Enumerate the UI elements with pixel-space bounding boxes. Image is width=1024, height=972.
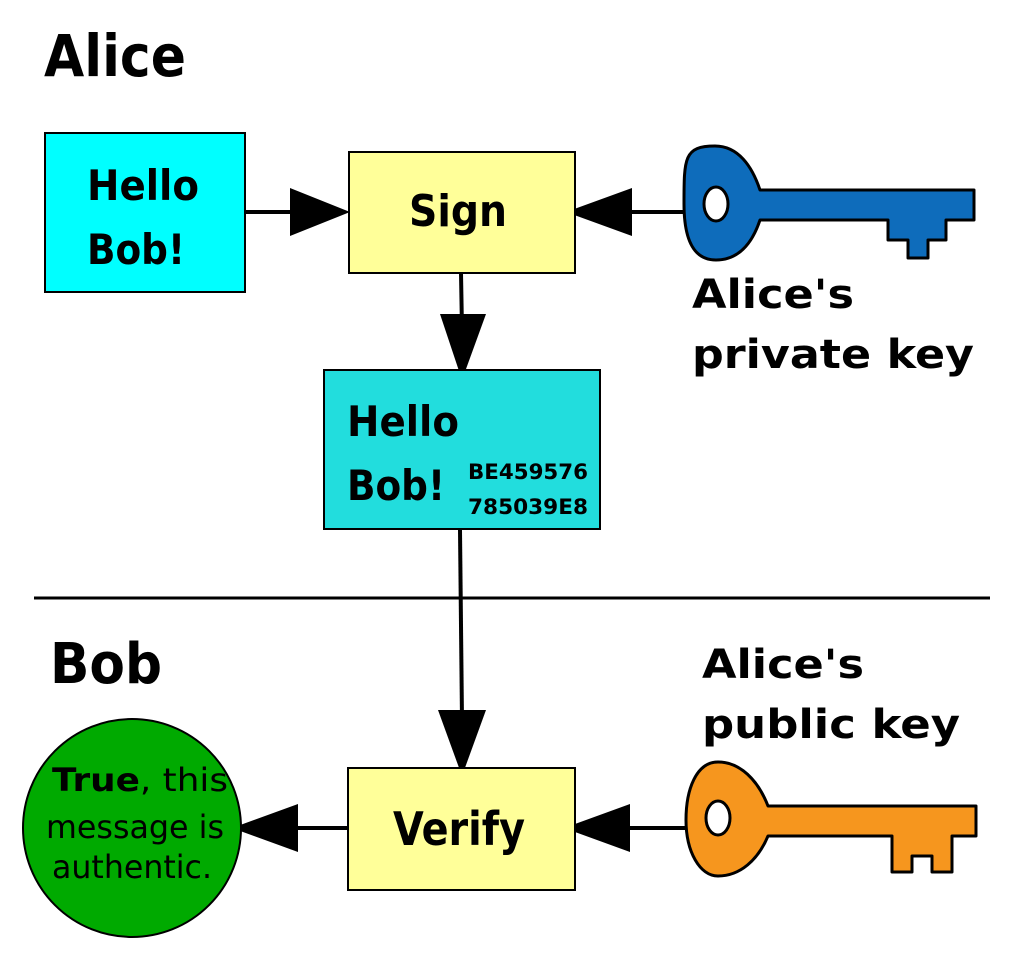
public-key-label-line2: public key xyxy=(702,702,960,748)
verify-label: Verify xyxy=(393,802,525,856)
message-line1: Hello xyxy=(87,161,199,210)
result-line3: authentic. xyxy=(52,848,212,886)
alice-section-title: Alice xyxy=(44,22,186,90)
arrow-signed-to-verify xyxy=(458,529,464,721)
message-box: Hello Bob! xyxy=(44,132,246,293)
arrowhead-message-to-sign xyxy=(290,188,350,236)
public-key-label-line1: Alice's xyxy=(702,642,864,688)
result-line1-rest: , this xyxy=(140,761,228,799)
arrowhead-private-key-to-sign xyxy=(566,188,632,236)
private-key-icon xyxy=(682,144,976,262)
signed-message-line1: Hello xyxy=(347,397,459,446)
bob-section-title: Bob xyxy=(50,632,162,697)
private-key-label-line1: Alice's xyxy=(692,272,854,318)
signed-message-box: Hello Bob! BE459576 785039E8 xyxy=(323,369,601,530)
sign-box: Sign xyxy=(348,151,576,274)
signed-message-line2: Bob! xyxy=(347,461,445,510)
public-key-icon xyxy=(684,760,978,878)
message-line2: Bob! xyxy=(87,225,185,274)
result-circle: True, this message is authentic. xyxy=(22,718,242,938)
private-key-label-line2: private key xyxy=(692,332,974,378)
result-bold-word: True xyxy=(52,761,140,799)
signature-line1: BE459576 xyxy=(468,460,588,484)
result-line2: message is xyxy=(46,808,224,846)
arrowhead-sign-to-signed xyxy=(440,314,486,380)
signature-line2: 785039E8 xyxy=(468,495,588,519)
arrowhead-signed-to-verify xyxy=(438,710,486,776)
arrowhead-public-key-to-verify xyxy=(564,804,630,852)
sign-label: Sign xyxy=(409,186,507,237)
verify-box: Verify xyxy=(347,767,576,891)
arrowhead-verify-to-result xyxy=(232,804,298,852)
result-line1: True, this xyxy=(52,761,228,799)
